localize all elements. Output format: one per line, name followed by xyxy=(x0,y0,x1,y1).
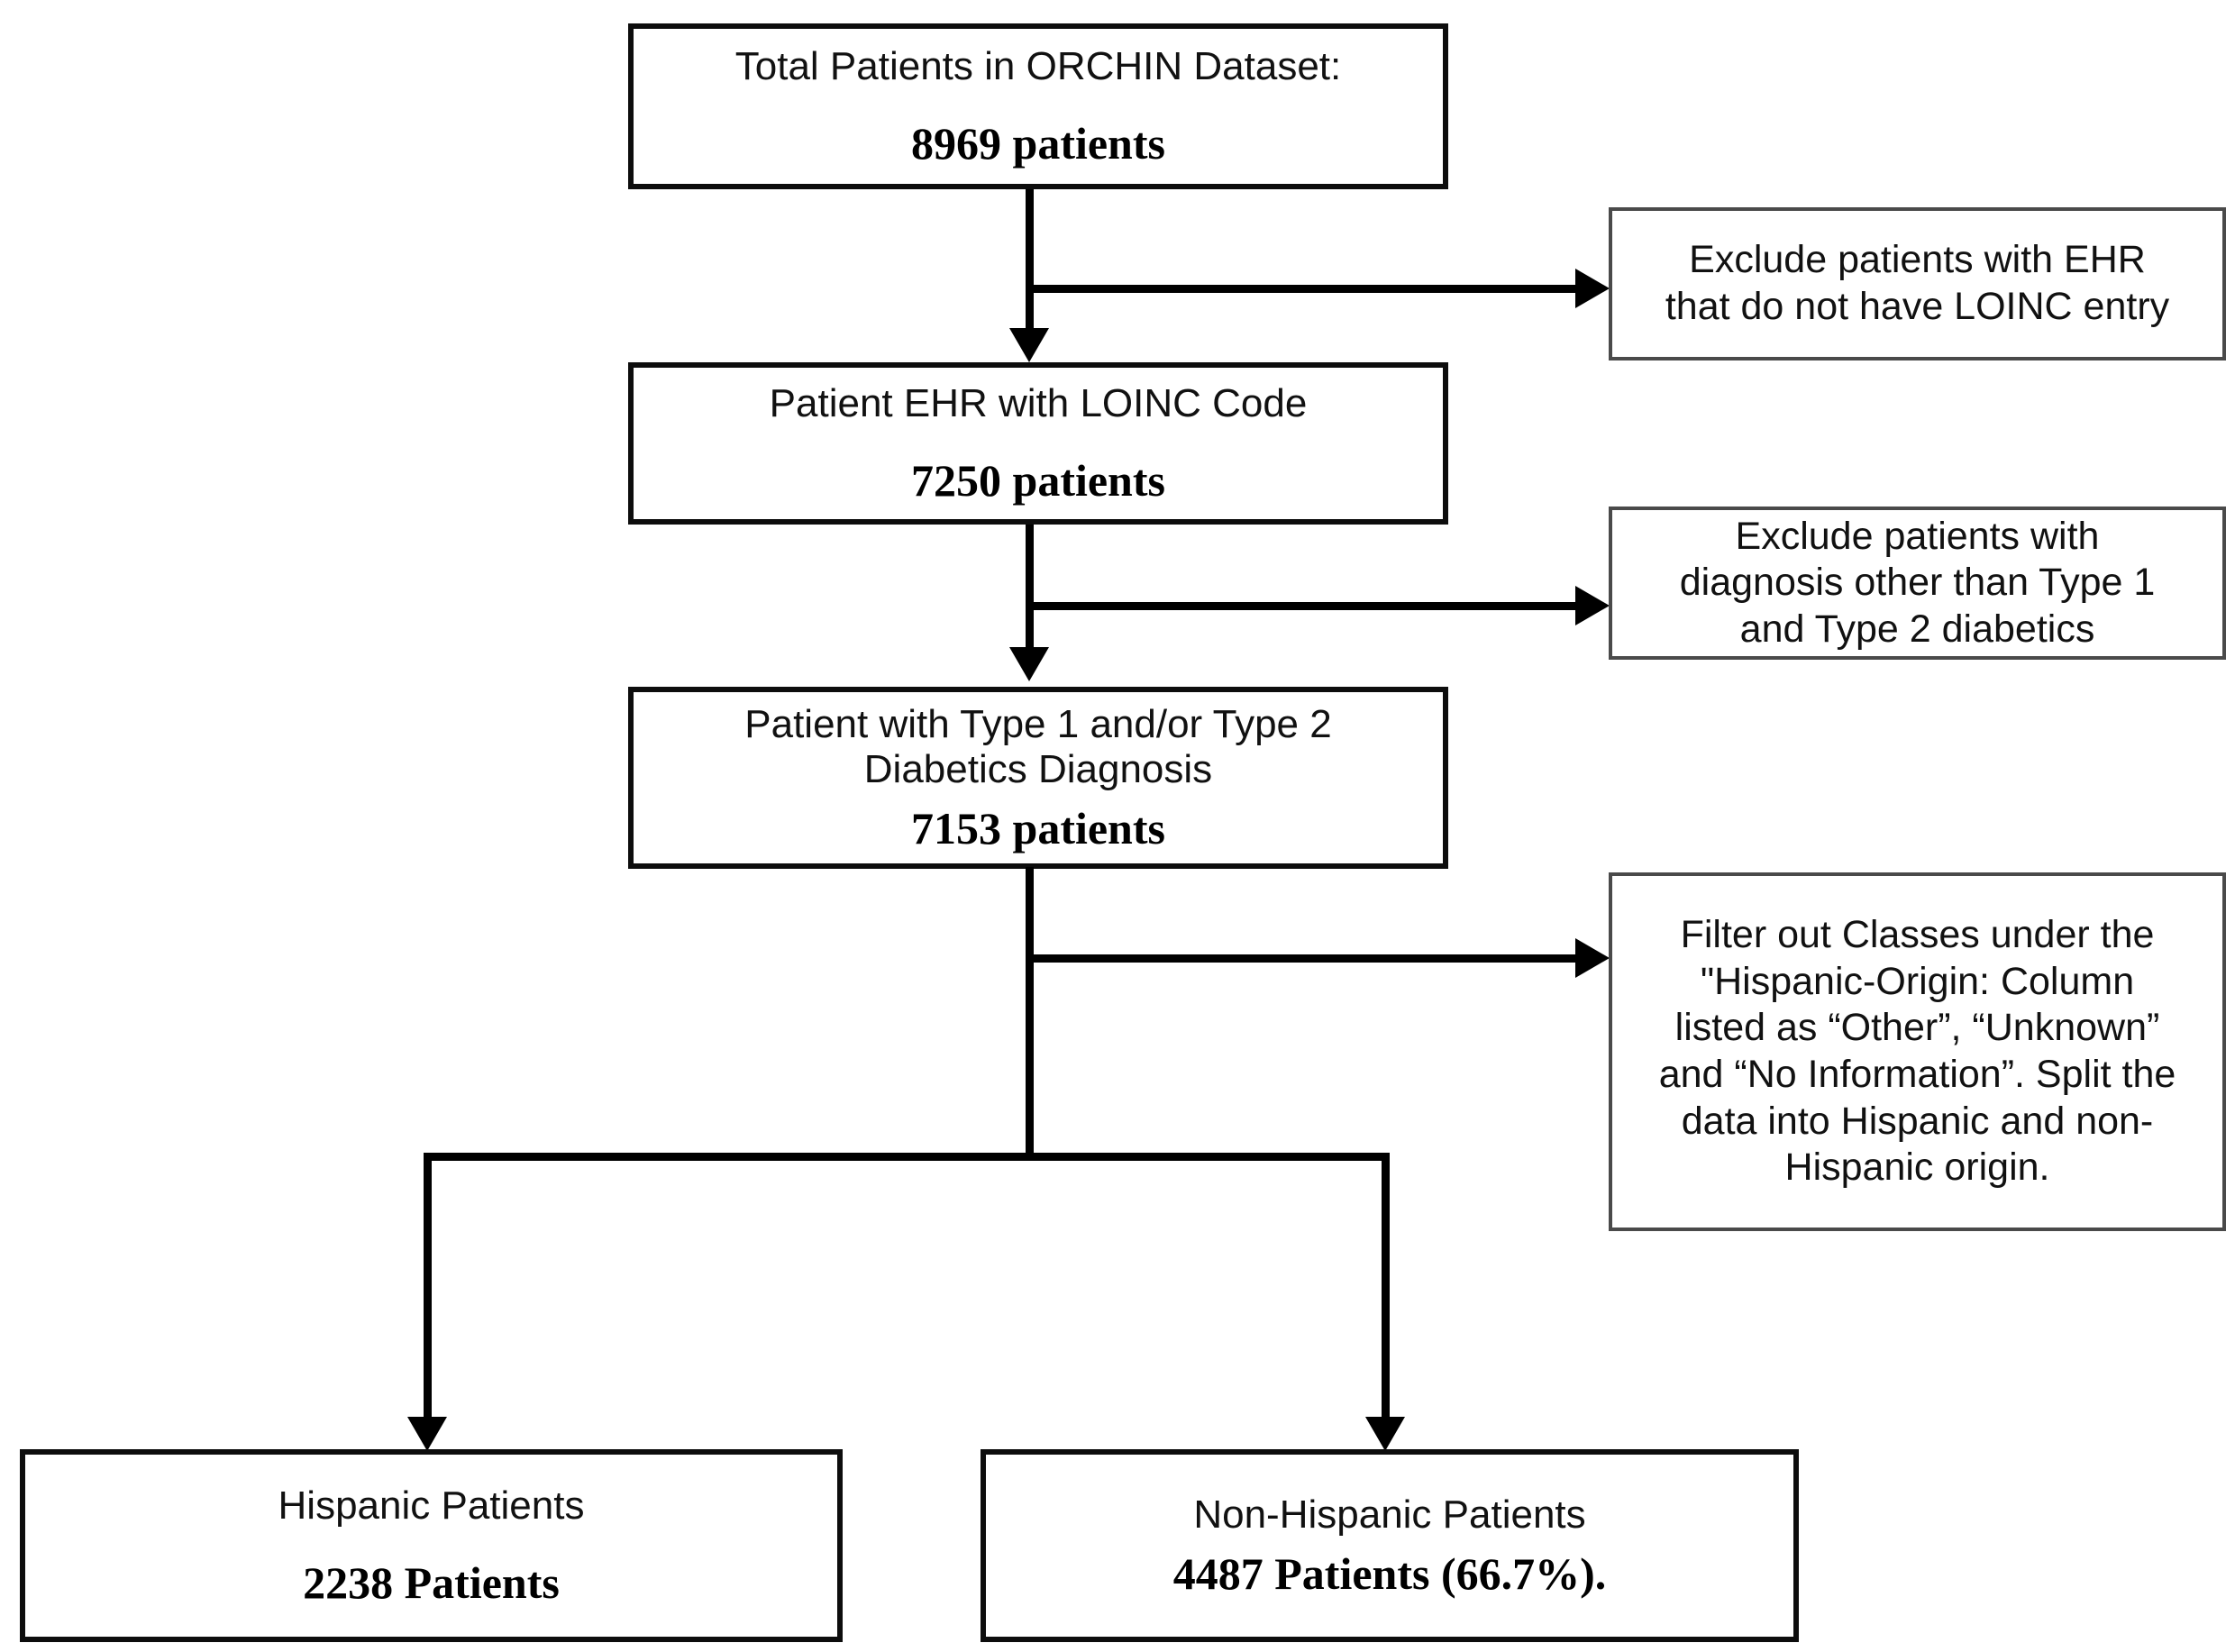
node-non-hispanic-patients-count: 4487 Patients (66.7%). xyxy=(1172,1548,1607,1600)
connector-total-to-exclusion xyxy=(1026,285,1584,293)
arrowhead-total-to-exclusion xyxy=(1575,269,1610,308)
exclusion-box-diagnosis: Exclude patients with diagnosis other th… xyxy=(1609,507,2226,660)
exclusion-box-loinc: Exclude patients with EHR that do not ha… xyxy=(1609,207,2226,361)
node-loinc-patients-title: Patient EHR with LOINC Code xyxy=(769,380,1308,425)
connector-diabetes-to-split xyxy=(1026,867,1034,1160)
arrowhead-diabetes-to-filter xyxy=(1575,938,1610,978)
connector-diabetes-to-filter xyxy=(1026,954,1584,963)
node-loinc-patients: Patient EHR with LOINC Code 7250 patient… xyxy=(628,362,1448,525)
node-hispanic-patients: Hispanic Patients 2238 Patients xyxy=(20,1449,843,1642)
exclusion-box-hispanic-origin-filter-text: Filter out Classes under the "Hispanic-O… xyxy=(1658,913,2176,1190)
connector-split-to-non-hispanic xyxy=(1382,1153,1390,1423)
node-total-patients-title: Total Patients in ORCHIN Dataset: xyxy=(734,43,1342,88)
node-hispanic-patients-count: 2238 Patients xyxy=(303,1557,560,1609)
exclusion-box-diagnosis-text: Exclude patients with diagnosis other th… xyxy=(1679,514,2156,651)
node-diabetes-patients: Patient with Type 1 and/or Type 2 Diabet… xyxy=(628,687,1448,869)
arrowhead-split-to-hispanic xyxy=(407,1417,447,1451)
arrowhead-split-to-non-hispanic xyxy=(1365,1417,1405,1451)
node-non-hispanic-patients-title: Non-Hispanic Patients xyxy=(1193,1492,1586,1537)
exclusion-box-hispanic-origin-filter: Filter out Classes under the "Hispanic-O… xyxy=(1609,872,2226,1231)
node-non-hispanic-patients: Non-Hispanic Patients 4487 Patients (66.… xyxy=(981,1449,1799,1642)
arrowhead-total-to-loinc xyxy=(1009,328,1049,362)
node-diabetes-patients-title: Patient with Type 1 and/or Type 2 Diabet… xyxy=(744,702,1332,791)
exclusion-box-loinc-text: Exclude patients with EHR that do not ha… xyxy=(1665,238,2170,328)
node-diabetes-patients-count: 7153 patients xyxy=(911,802,1165,853)
node-total-patients-count: 8969 patients xyxy=(911,118,1165,169)
split-bar-hispanic-origin xyxy=(424,1153,1390,1161)
node-hispanic-patients-title: Hispanic Patients xyxy=(278,1483,585,1528)
connector-loinc-to-exclusion xyxy=(1026,602,1584,610)
arrowhead-loinc-to-diabetes xyxy=(1009,647,1049,681)
connector-loinc-to-diabetes xyxy=(1026,525,1034,653)
node-total-patients: Total Patients in ORCHIN Dataset: 8969 p… xyxy=(628,23,1448,189)
arrowhead-loinc-to-exclusion xyxy=(1575,586,1610,625)
node-loinc-patients-count: 7250 patients xyxy=(911,455,1165,507)
connector-total-to-loinc xyxy=(1026,189,1034,333)
connector-split-to-hispanic xyxy=(424,1153,432,1423)
